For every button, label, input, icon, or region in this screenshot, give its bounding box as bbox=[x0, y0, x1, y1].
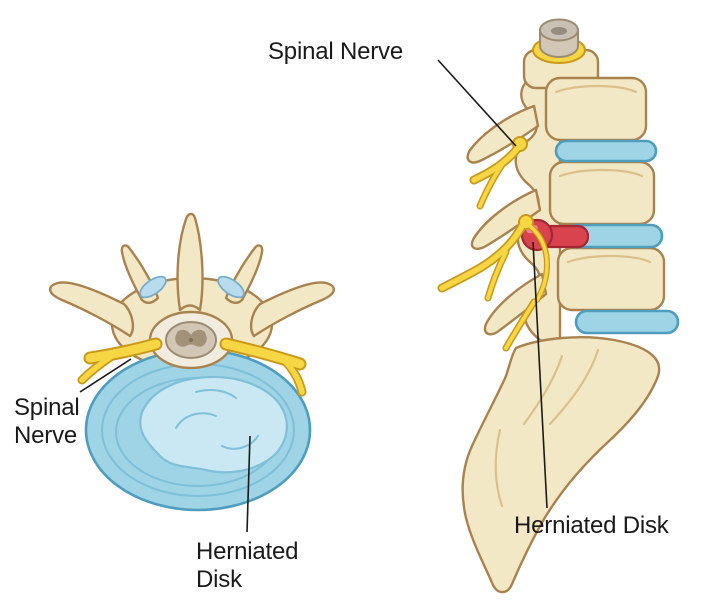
vertebral-body-3 bbox=[556, 246, 666, 312]
nucleus-texture-line bbox=[195, 389, 237, 399]
sacrum bbox=[461, 336, 661, 594]
spinal-cord-cut-core bbox=[551, 27, 567, 35]
nerve-root-upper-branch bbox=[478, 160, 506, 208]
herniated-nucleus bbox=[139, 375, 288, 474]
spinal-nerve-right-branch bbox=[281, 357, 305, 395]
central-canal-dot bbox=[189, 338, 193, 342]
axial-view bbox=[49, 212, 335, 512]
leader-herniated-disk-axial bbox=[246, 435, 251, 533]
lateral-view bbox=[437, 18, 680, 594]
nerve-root-lower bbox=[504, 300, 536, 350]
nerve-twig-over-bulge bbox=[528, 224, 549, 302]
sacrum-ridge bbox=[494, 428, 504, 508]
label-spinal-nerve-left: Spinal Nerve bbox=[14, 394, 80, 449]
spinal-nerve-right-axial bbox=[221, 339, 305, 369]
facet-cartilage-right bbox=[217, 275, 245, 299]
spinous-process bbox=[176, 212, 204, 312]
label-spinal-nerve-top: Spinal Nerve bbox=[268, 38, 404, 65]
sacrum-ridge bbox=[522, 354, 564, 426]
vertebral-body-1 bbox=[544, 76, 648, 142]
leader-spinal-nerve-top bbox=[437, 59, 517, 147]
sacrum-ridge bbox=[548, 348, 600, 426]
transverse-process-left bbox=[49, 281, 135, 338]
spinal-nerve-left-axial bbox=[85, 339, 161, 363]
vertebral-body-2 bbox=[548, 160, 656, 226]
nucleus-texture-line bbox=[175, 412, 217, 429]
transverse-process-right bbox=[249, 281, 335, 338]
body-endplate-shading bbox=[558, 168, 644, 178]
nucleus-texture-line bbox=[221, 435, 259, 450]
nerve-root-middle bbox=[439, 219, 527, 291]
disk-1 bbox=[554, 139, 658, 163]
body-endplate-shading bbox=[566, 254, 652, 264]
nerve-root-middle-branch bbox=[486, 250, 508, 300]
leader-lines bbox=[79, 59, 548, 533]
label-herniated-disk-axial: Herniated Disk bbox=[196, 538, 299, 593]
label-herniated-disk-lateral: Herniated Disk bbox=[514, 512, 669, 539]
body-endplate-shading bbox=[554, 84, 638, 94]
leader-spinal-nerve-left bbox=[79, 358, 132, 393]
leader-herniated-disk-lateral bbox=[532, 241, 548, 509]
disk-3 bbox=[574, 309, 680, 335]
spinal-nerve-left-branch bbox=[79, 353, 115, 383]
facet-cartilage-left bbox=[139, 275, 167, 299]
